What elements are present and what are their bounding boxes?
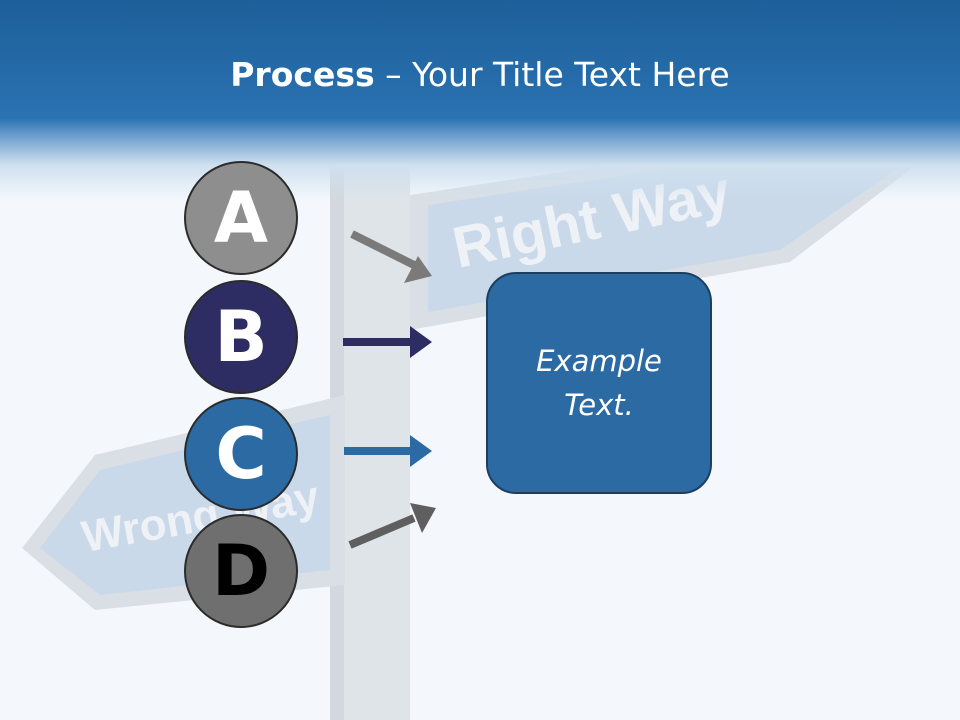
arrow-d: [348, 503, 436, 549]
example-text-box: Example Text.: [486, 272, 712, 494]
slide-title: Process – Your Title Text Here: [0, 52, 960, 98]
step-d-circle: D: [184, 514, 298, 628]
arrow-a: [350, 230, 432, 283]
title-bar: Process – Your Title Text Here: [0, 0, 960, 200]
step-b-circle: B: [184, 280, 298, 394]
title-rest: – Your Title Text Here: [374, 55, 730, 94]
step-a-circle: A: [184, 161, 298, 275]
title-bold: Process: [230, 55, 375, 94]
arrow-b: [343, 326, 432, 358]
example-text: Example Text.: [536, 344, 662, 422]
arrow-c: [344, 435, 432, 467]
step-c-circle: C: [184, 397, 298, 511]
